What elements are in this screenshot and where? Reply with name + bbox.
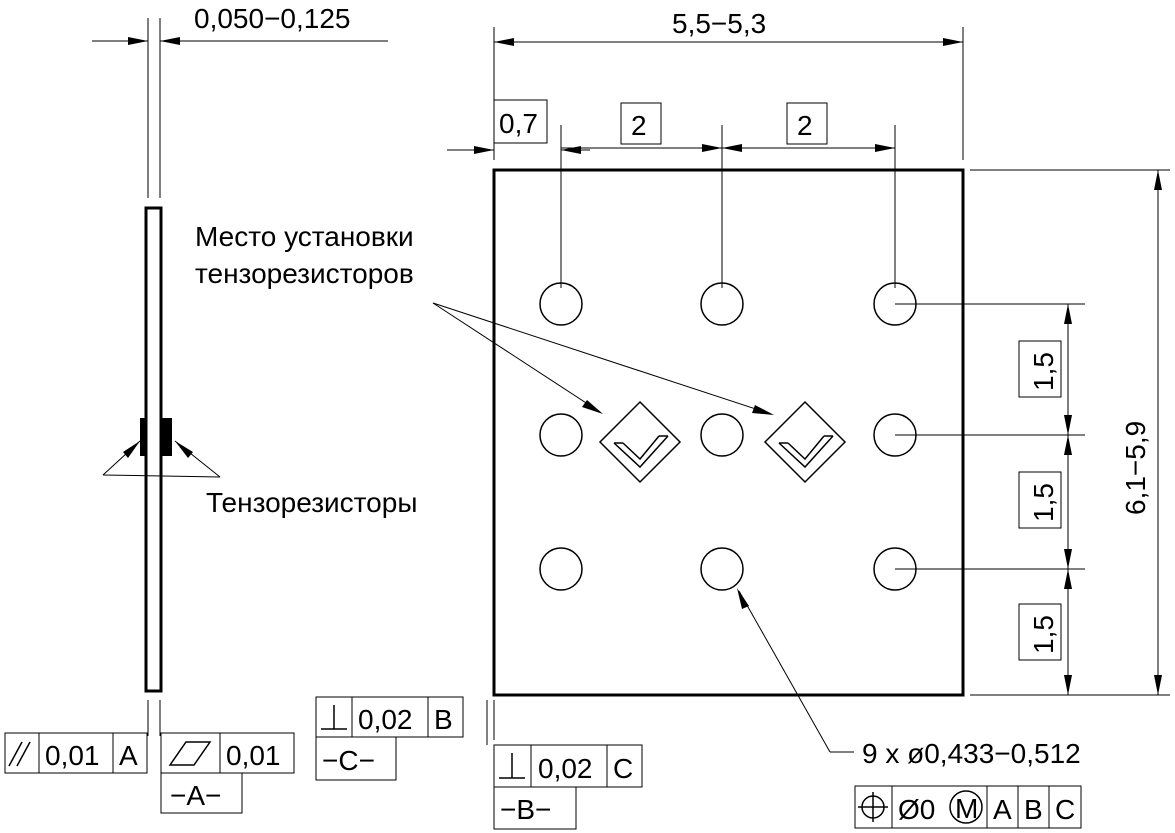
hole: [700, 282, 744, 326]
datum-A-frame: −A−: [160, 772, 243, 814]
svg-text:Ø0: Ø0: [898, 794, 935, 825]
svg-text:A: A: [993, 794, 1012, 825]
pitch-v1-dimension: 1,5: [1028, 352, 1059, 391]
hole: [700, 413, 744, 457]
svg-text:0,01: 0,01: [226, 740, 281, 771]
install-place-label-line2: тензорезисторов: [195, 258, 414, 289]
holes-callout: 9 x ø0,433−0,512: [862, 738, 1081, 769]
mmc-modifier-icon: [949, 790, 983, 824]
flatness-icon: [168, 741, 212, 766]
width-dimension: 5,5−5,3: [672, 8, 766, 39]
svg-text:0,02: 0,02: [358, 704, 413, 735]
position-icon: [858, 792, 888, 822]
plate-outline: [492, 168, 965, 697]
edge-offset-dimension: 0,7: [499, 108, 538, 139]
strain-gauge-left: [140, 418, 147, 456]
parallelism-control-frame: 0,01 A: [4, 732, 148, 774]
front-view: 5,5−5,3 0,7 2 2: [195, 8, 1170, 769]
strain-gauge-right: [160, 418, 172, 456]
perpendicularity-B-frame: 0,02 B: [315, 696, 464, 738]
svg-text:0,02: 0,02: [538, 753, 593, 784]
install-place-label-line1: Место установки: [195, 221, 414, 252]
svg-text:M: M: [955, 793, 978, 824]
svg-text:C: C: [613, 753, 633, 784]
thickness-dimension: 0,050−0,125: [194, 3, 351, 34]
hole: [539, 547, 583, 591]
side-view: 0,050−0,125 Тензорезисторы: [92, 3, 417, 736]
svg-text:−C−: −C−: [322, 745, 375, 776]
pitch-h1-dimension: 2: [631, 110, 647, 141]
position-control-frame: Ø0 M A B C: [854, 785, 1082, 829]
strain-gauge-site-right: [763, 400, 847, 484]
holes-grid: [539, 282, 917, 591]
svg-text:B: B: [434, 704, 453, 735]
hole: [539, 413, 583, 457]
svg-text:−A−: −A−: [170, 780, 221, 811]
height-dimension: 6,1−5,9: [1120, 421, 1151, 515]
hole: [539, 282, 583, 326]
svg-text:A: A: [119, 740, 138, 771]
perpendicularity-C-frame: 0,02 C: [493, 744, 643, 788]
parallelism-icon: [8, 741, 23, 767]
plate-side-profile: [144, 206, 163, 693]
svg-text:0,01: 0,01: [45, 740, 100, 771]
strain-gauges-label: Тензорезисторы: [206, 487, 417, 518]
datum-B-frame: −B−: [493, 786, 577, 830]
svg-text:−B−: −B−: [500, 794, 551, 825]
flatness-control-frame: 0,01: [160, 732, 295, 774]
svg-text:B: B: [1024, 794, 1043, 825]
pitch-v3-dimension: 1,5: [1028, 615, 1059, 654]
pitch-v2-dimension: 1,5: [1028, 483, 1059, 522]
strain-gauge-site-left: [598, 400, 682, 484]
hole: [700, 547, 744, 591]
datum-C-frame: −C−: [315, 736, 397, 781]
pitch-h2-dimension: 2: [797, 110, 813, 141]
svg-text:C: C: [1055, 794, 1075, 825]
